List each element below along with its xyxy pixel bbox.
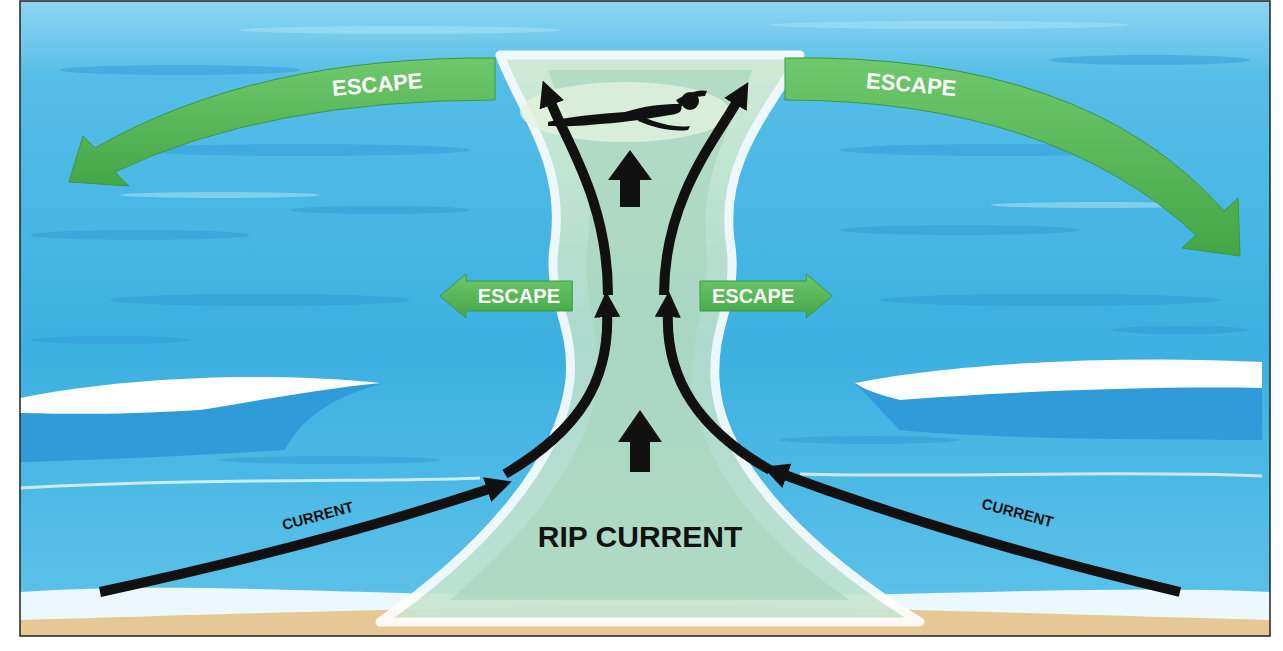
swimmer-figure <box>548 90 707 130</box>
current-arrows <box>782 474 1180 592</box>
rip-current-foam <box>380 55 920 622</box>
arrow-shape <box>785 58 1255 268</box>
arrow-shape <box>55 58 500 208</box>
rip-current-foam <box>450 70 850 600</box>
swimmer-figure <box>681 92 699 110</box>
arrow-fill <box>69 58 495 186</box>
current-arrows <box>505 312 607 474</box>
sea-background <box>880 294 1220 306</box>
breaking-waves <box>800 474 1262 476</box>
sea-background <box>30 336 190 344</box>
escape-text: ESCAPE <box>478 285 560 308</box>
label-holder: CURRENT <box>0 0 73 18</box>
sea-background <box>1050 55 1250 65</box>
arrow-fill <box>785 58 1240 256</box>
sea-background <box>30 230 250 240</box>
current-arrows <box>100 488 492 592</box>
arrow-fill <box>700 274 832 318</box>
sea-background <box>110 294 410 306</box>
breaking-waves <box>855 359 1262 400</box>
current-label: CURRENT <box>980 495 1055 531</box>
breaking-waves <box>20 377 380 414</box>
sea-background <box>120 192 320 198</box>
rip-current-foam <box>380 55 920 622</box>
current-arrows <box>100 100 1180 592</box>
rip-flow-arrows <box>608 150 652 207</box>
sea-background <box>1110 326 1250 334</box>
sea-background <box>60 65 300 75</box>
escape-arrow: ESCAPE <box>440 274 572 318</box>
sea-background <box>770 21 1130 29</box>
swimmer-figure <box>548 104 682 126</box>
current-arrows <box>550 100 608 295</box>
sea-background <box>20 1 1270 636</box>
label-holder: RIP CURRENT <box>0 0 204 35</box>
rip-flow-arrows <box>618 410 662 472</box>
sea-background <box>840 225 1080 235</box>
swimmer-figure <box>638 116 690 131</box>
arrow-fill <box>440 274 572 318</box>
escape-arrow: ESCAPE <box>700 274 832 318</box>
escape-arrow: ESCAPE <box>55 58 500 208</box>
escape-arrow: ESCAPE <box>785 58 1255 268</box>
label-holder: CURRENT <box>0 0 73 18</box>
breaking-waves <box>20 478 480 488</box>
sea-background <box>20 1 1270 636</box>
sea-background <box>780 436 960 444</box>
escape-text: ESCAPE <box>712 285 794 308</box>
current-label: CURRENT <box>280 498 355 534</box>
current-arrows <box>664 100 738 295</box>
sea-background <box>240 26 560 34</box>
sea-background <box>290 206 470 214</box>
diagram-heading: RIP CURRENT <box>538 520 742 555</box>
sea-background <box>220 456 440 464</box>
picture-frame <box>20 1 1270 636</box>
sea-background <box>130 144 470 156</box>
rip-flow-arrows <box>608 150 662 472</box>
current-arrows <box>668 312 770 470</box>
